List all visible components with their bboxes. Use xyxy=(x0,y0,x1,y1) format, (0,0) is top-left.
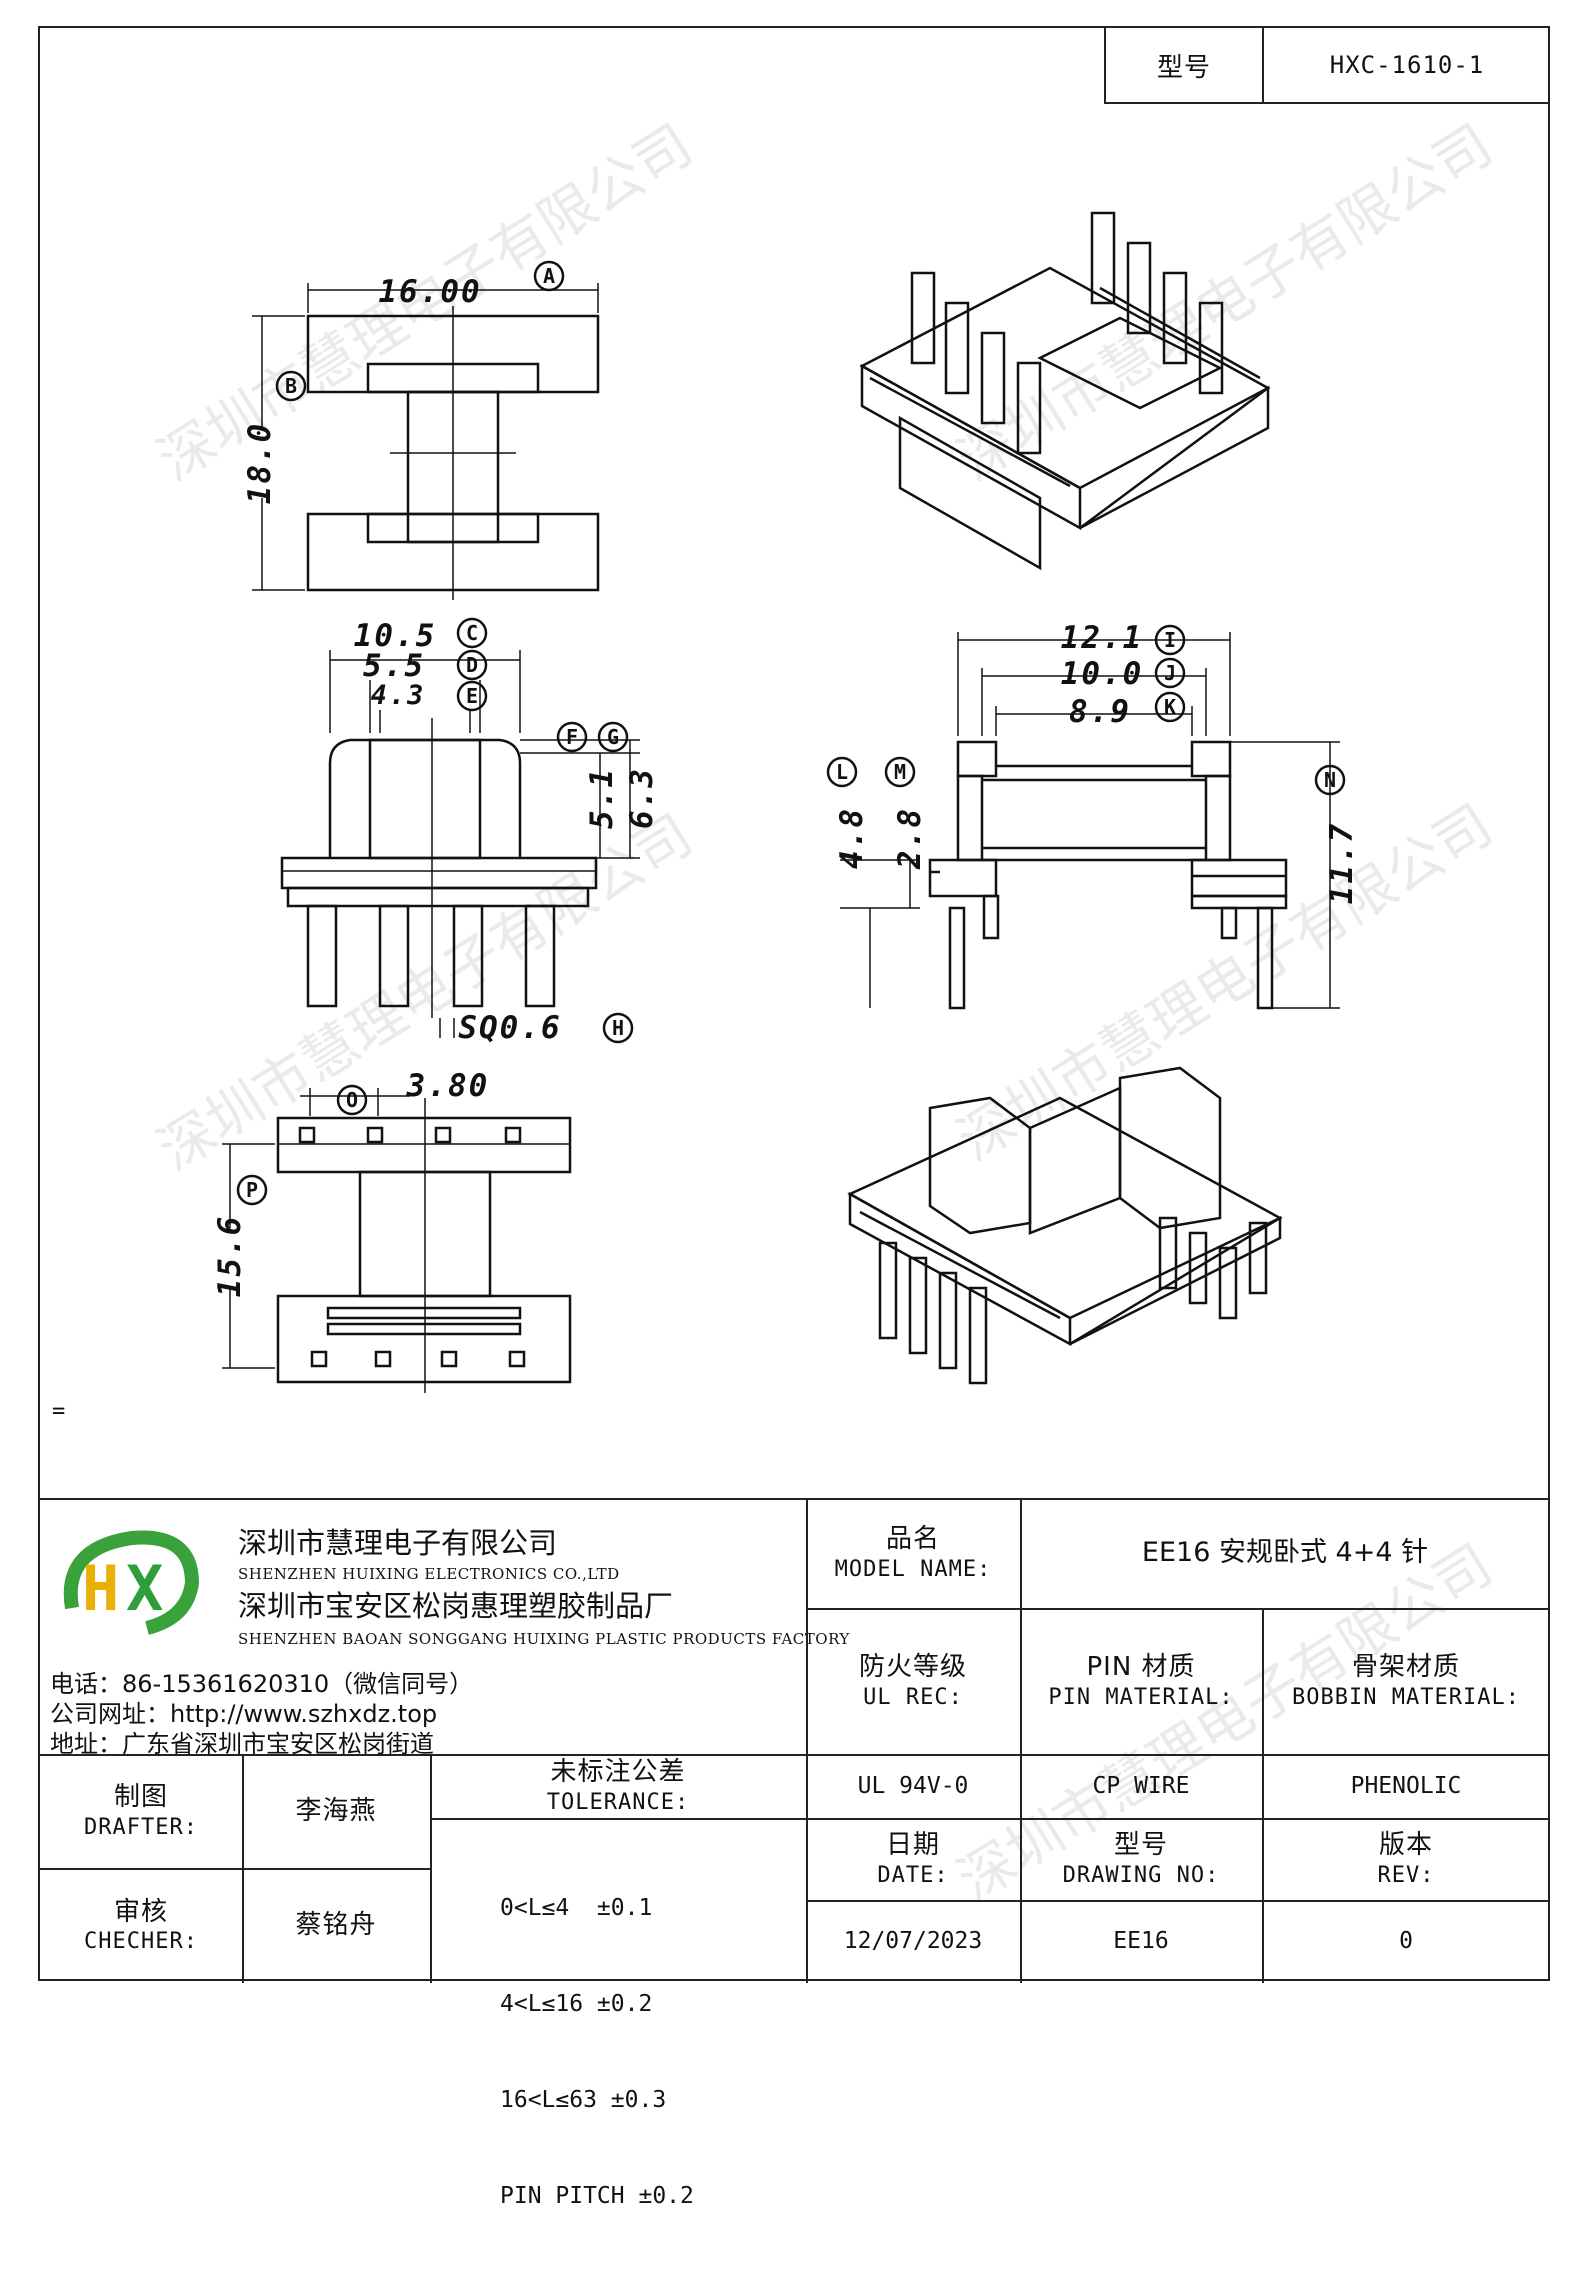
ul-rec-value: UL 94V-0 xyxy=(857,1772,969,1799)
model-name-label-cn: 品名 xyxy=(885,1524,940,1554)
dim-g-value: 6.3 xyxy=(624,767,660,829)
dim-d-ref: D xyxy=(466,653,478,677)
drawing-no-label-en: DRAWING NO: xyxy=(1062,1862,1220,1888)
drawing-sheet: 型号 HXC-1610-1 深圳市慧理电子有限公司 深圳市慧理电子有限公司 深圳… xyxy=(38,26,1550,2209)
drafter-label-en: DRAFTER: xyxy=(84,1814,198,1840)
bobbin-material-label: 骨架材质 BOBBIN MATERIAL: xyxy=(1262,1608,1550,1754)
top-view xyxy=(252,260,600,600)
bobbin-material-label-cn: 骨架材质 xyxy=(1351,1652,1460,1682)
date-label-en: DATE: xyxy=(877,1862,949,1888)
pin-material-label: PIN 材质 PIN MATERIAL: xyxy=(1020,1608,1262,1754)
tolerance-item: PIN PITCH ±0.2 xyxy=(500,2183,694,2209)
date-label: 日期 DATE: xyxy=(806,1818,1020,1900)
ul-rec-label: 防火等级 UL REC: xyxy=(806,1608,1020,1754)
dim-h-ref: H xyxy=(612,1016,624,1040)
dim-f-value: 5.1 xyxy=(584,767,620,829)
dim-n-ref: N xyxy=(1324,768,1336,792)
tolerance-label-en: TOLERANCE: xyxy=(546,1789,690,1815)
checker-label-en: CHECHER: xyxy=(84,1929,198,1954)
tolerance-item: 0<L≤4 ±0.1 xyxy=(500,1895,653,1921)
dim-h-value: SQ0.6 xyxy=(458,1010,561,1046)
checker-label-cn: 审核 xyxy=(113,1896,168,1927)
company-name-cn: 深圳市慧理电子有限公司 xyxy=(238,1526,558,1560)
pin-material-value: CP WIRE xyxy=(1092,1772,1190,1799)
iso-view-top xyxy=(859,211,1271,571)
model-label: 型号 xyxy=(1104,28,1264,104)
factory-name-cn: 深圳市宝安区松岗惠理塑胶制品厂 xyxy=(238,1589,674,1623)
dim-i-value: 12.1 xyxy=(1061,620,1144,656)
model-value: HXC-1610-1 xyxy=(1262,28,1550,104)
model-name-label: 品名 MODEL NAME: xyxy=(806,1498,1020,1608)
tolerance-label-cn: 未标注公差 xyxy=(550,1757,686,1787)
tolerance-item: 4<L≤16 ±0.2 xyxy=(500,1991,653,2017)
dim-p-ref: P xyxy=(246,1178,258,1202)
pin-material-label-cn: PIN 材质 xyxy=(1086,1652,1196,1682)
dim-m-ref: M xyxy=(894,760,906,784)
company-address: 地址：广东省深圳市宝安区松岗街道 xyxy=(50,1730,434,1758)
dim-e-ref: E xyxy=(466,684,478,708)
rev-label: 版本 REV: xyxy=(1262,1818,1550,1900)
dim-k-value: 8.9 xyxy=(1069,694,1131,730)
rev-label-cn: 版本 xyxy=(1378,1830,1433,1860)
technical-drawing: 16.00 A 18.0 B 10.5 C 5.5 D 4.3 E F G 5.… xyxy=(52,211,1360,1424)
date-label-cn: 日期 xyxy=(885,1830,940,1860)
checker-value: 蔡铭舟 xyxy=(295,1910,377,1941)
stray-mark: = xyxy=(52,1399,65,1424)
model-name-label-en: MODEL NAME: xyxy=(834,1556,992,1582)
dim-f-ref: F xyxy=(566,725,578,749)
drawing-no-value: EE16 xyxy=(1113,1928,1169,1955)
dim-l-ref: L xyxy=(836,760,848,784)
dim-n-value: 11.7 xyxy=(1324,822,1360,905)
iso-view-bottom xyxy=(847,1066,1283,1385)
drawing-no-label-cn: 型号 xyxy=(1113,1830,1168,1860)
bobbin-material-label-en: BOBBIN MATERIAL: xyxy=(1292,1684,1520,1710)
ul-rec-label-cn: 防火等级 xyxy=(858,1652,967,1682)
ul-rec-label-en: UL REC: xyxy=(863,1684,963,1710)
dim-o-value: 3.80 xyxy=(406,1068,490,1104)
dim-a-ref: A xyxy=(543,264,555,288)
pin-material-label-en: PIN MATERIAL: xyxy=(1048,1684,1234,1710)
bottom-view xyxy=(222,1084,572,1393)
drafter-label-cn: 制图 xyxy=(113,1782,168,1812)
dim-c-ref: C xyxy=(466,621,478,645)
rev-value: 0 xyxy=(1399,1928,1413,1955)
company-website: 公司网址：http://www.szhxdz.top xyxy=(50,1700,438,1728)
dim-g-ref: G xyxy=(607,725,619,749)
dim-b-value: 18.0 xyxy=(242,422,278,505)
dim-i-ref: I xyxy=(1164,628,1176,652)
date-value: 12/07/2023 xyxy=(843,1928,983,1955)
rev-label-en: REV: xyxy=(1377,1862,1435,1888)
company-name-en: SHENZHEN HUIXING ELECTRONICS CO.,LTD xyxy=(238,1565,620,1583)
dim-a-value: 16.00 xyxy=(378,274,481,310)
tolerance-list: 0<L≤4 ±0.1 4<L≤16 ±0.2 16<L≤63 ±0.3 PIN … xyxy=(500,1828,800,2276)
drafter-label: 制图 DRAFTER: xyxy=(40,1754,242,1868)
dim-p-value: 15.6 xyxy=(212,1215,248,1298)
bobbin-material-value: PHENOLIC xyxy=(1350,1772,1462,1799)
tolerance-item: 16<L≤63 ±0.3 xyxy=(500,2087,667,2113)
dim-d-value: 5.5 xyxy=(363,648,425,684)
dim-m-value: 2.8 xyxy=(892,807,928,870)
drawing-no-label: 型号 DRAWING NO: xyxy=(1020,1818,1262,1900)
company-logo: H X xyxy=(52,1528,202,1638)
dim-k-ref: K xyxy=(1164,695,1176,719)
dim-c-value: 10.5 xyxy=(354,618,437,654)
side-view xyxy=(826,624,1346,1010)
svg-text:X: X xyxy=(126,1552,163,1625)
svg-text:H: H xyxy=(82,1552,119,1625)
dim-j-value: 10.0 xyxy=(1061,656,1144,692)
front-view xyxy=(280,617,640,1044)
factory-name-en: SHENZHEN BAOAN SONGGANG HUIXING PLASTIC … xyxy=(238,1630,850,1648)
drafter-value: 李海燕 xyxy=(295,1795,377,1826)
dim-l-value: 4.8 xyxy=(834,807,870,869)
tolerance-label: 未标注公差 TOLERANCE: xyxy=(430,1754,806,1818)
company-phone: 电话：86-15361620310（微信同号） xyxy=(50,1670,474,1698)
dim-o-ref: O xyxy=(346,1088,358,1112)
checker-label: 审核 CHECHER: xyxy=(40,1868,242,1983)
dim-j-ref: J xyxy=(1164,661,1176,685)
dim-b-ref: B xyxy=(285,374,297,398)
model-name-value: EE16 安规卧式 4+4 针 xyxy=(1141,1537,1429,1569)
dim-e-value: 4.3 xyxy=(371,680,426,711)
